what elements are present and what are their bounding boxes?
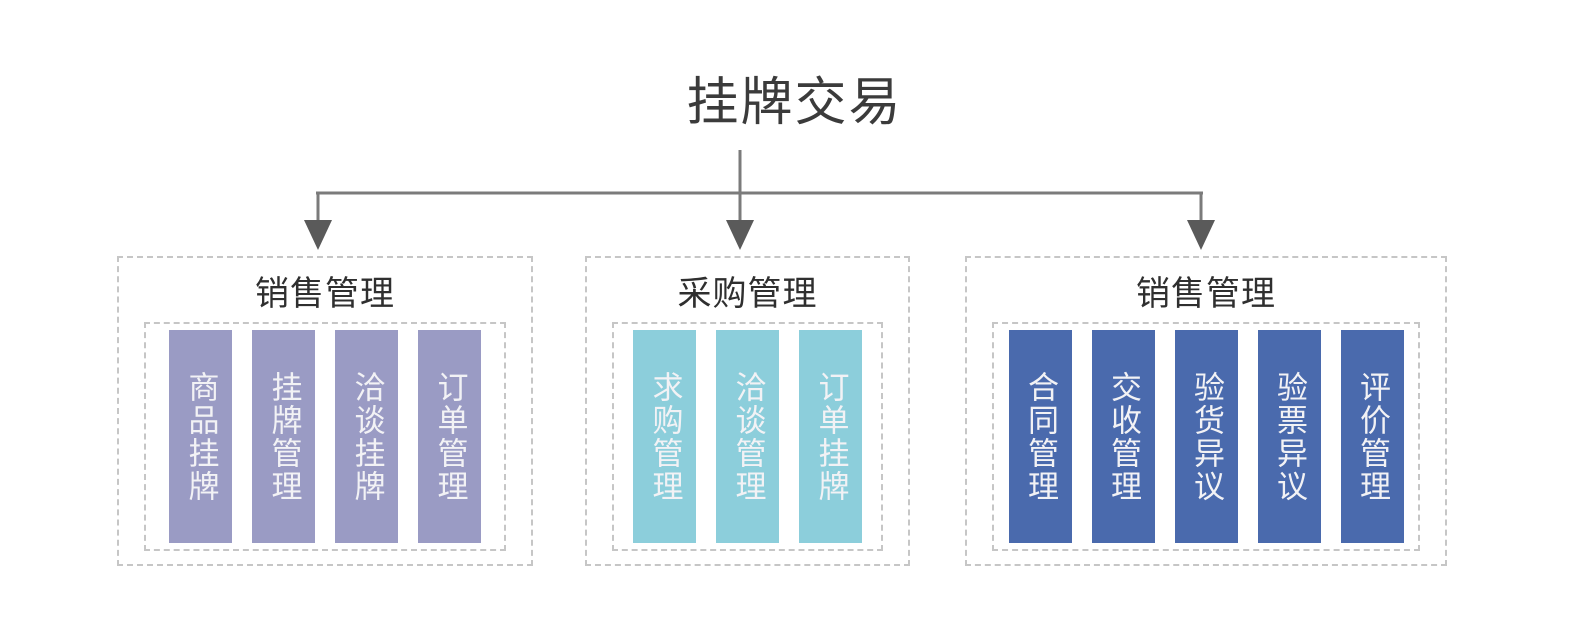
item-label: 洽谈挂牌 [349,370,385,503]
item-label: 订单挂牌 [813,370,849,503]
item-chip[interactable]: 评价管理 [1340,330,1404,543]
group-title: 销售管理 [255,275,395,313]
item-label: 交收管理 [1106,370,1141,503]
item-label: 求购管理 [647,370,683,503]
group-procurement-management: 采购管理 求购管理 洽谈管理 订单挂牌 [585,256,910,566]
item-chip[interactable]: 验票异议 [1257,330,1321,543]
item-label: 合同管理 [1023,370,1058,503]
group-sales-management-2: 销售管理 合同管理 交收管理 验货异议 验票异议 评价管理 [965,256,1447,566]
item-label: 挂牌管理 [266,370,302,503]
group-sales-management-1: 销售管理 商品挂牌 挂牌管理 洽谈挂牌 订单管理 [117,256,533,566]
item-chip[interactable]: 洽谈挂牌 [335,330,398,543]
item-chip[interactable]: 商品挂牌 [169,330,232,543]
item-chip[interactable]: 订单挂牌 [799,330,862,543]
item-label: 商品挂牌 [183,370,219,503]
group-title: 销售管理 [1136,275,1276,313]
item-label: 验票异议 [1272,370,1307,503]
item-label: 评价管理 [1355,370,1390,503]
page-title: 挂牌交易 [686,74,903,132]
item-label: 验货异议 [1189,370,1224,503]
group-items-container: 求购管理 洽谈管理 订单挂牌 [612,322,883,551]
item-chip[interactable]: 交收管理 [1091,330,1155,543]
item-label: 洽谈管理 [730,370,766,503]
item-chip[interactable]: 求购管理 [633,330,696,543]
item-chip[interactable]: 洽谈管理 [716,330,779,543]
group-items-container: 商品挂牌 挂牌管理 洽谈挂牌 订单管理 [144,322,506,551]
group-title: 采购管理 [677,275,818,313]
item-chip[interactable]: 订单管理 [418,330,481,543]
group-items-container: 合同管理 交收管理 验货异议 验票异议 评价管理 [992,322,1420,551]
item-chip[interactable]: 验货异议 [1174,330,1238,543]
item-label: 订单管理 [432,370,468,503]
item-chip[interactable]: 合同管理 [1008,330,1072,543]
item-chip[interactable]: 挂牌管理 [252,330,315,543]
